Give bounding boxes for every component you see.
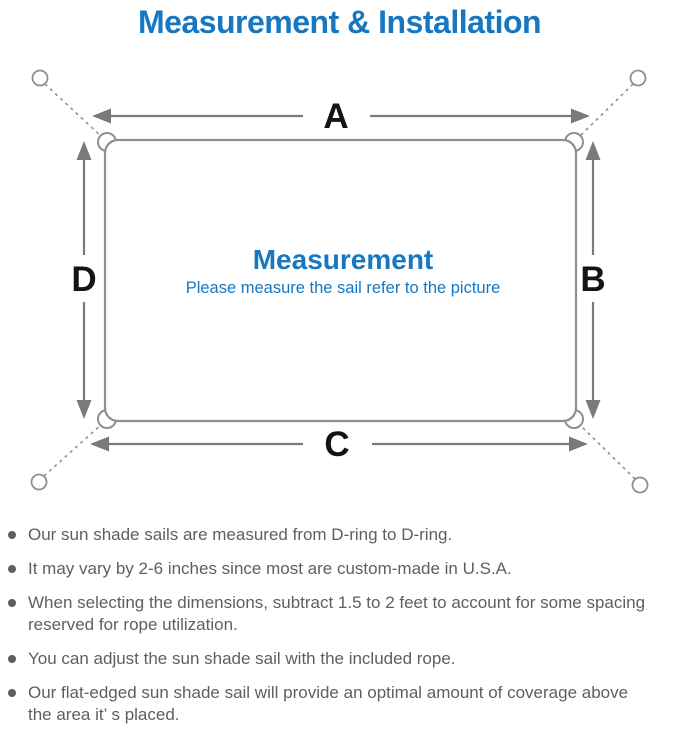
bullet-icon [8,689,16,697]
dimension-arrow-a: A [92,97,590,136]
notes-list: Our sun shade sails are measured from D-… [0,524,676,738]
anchor-point-top-left [31,69,49,87]
arrow-head-left-icon [92,108,111,124]
tension-line-top-left [44,83,103,138]
list-item: Our flat-edged sun shade sail will provi… [0,682,676,726]
dimension-arrow-d: D [71,141,97,419]
bullet-icon [8,599,16,607]
dimension-label-c: C [324,425,349,464]
center-caption: Please measure the sail refer to the pic… [186,279,501,297]
arrow-head-down-icon [585,400,601,419]
tension-line-top-right [578,83,634,138]
arrow-head-right-icon [569,436,588,452]
tension-line-bottom-left [43,423,103,477]
arrow-head-up-icon [585,141,601,160]
tension-lines [43,83,636,480]
note-text: You can adjust the sun shade sail with t… [28,649,456,668]
list-item: It may vary by 2-6 inches since most are… [0,558,676,580]
sail-center-text: Measurement Please measure the sail refe… [186,244,501,297]
anchor-point-top-right [629,69,647,87]
anchor-point-bottom-right [631,476,649,494]
bullet-icon [8,531,16,539]
note-text: Our flat-edged sun shade sail will provi… [28,683,629,724]
note-text: Our sun shade sails are measured from D-… [28,525,453,544]
list-item: Our sun shade sails are measured from D-… [0,524,676,546]
note-text: When selecting the dimensions, subtract … [28,593,646,634]
dimension-arrow-b: B [580,141,606,419]
anchor-point-bottom-left [30,473,48,491]
page-title: Measurement & Installation [137,4,542,40]
list-item: You can adjust the sun shade sail with t… [0,648,676,670]
measurement-diagram: A C D B Measurement Pl [30,69,649,494]
note-text: It may vary by 2-6 inches since most are… [28,559,512,578]
center-heading: Measurement [253,244,434,275]
bullet-icon [8,565,16,573]
arrow-head-left-icon [90,436,109,452]
dimension-label-a: A [323,97,348,136]
dimension-arrow-c: C [90,425,588,464]
dimension-label-d: D [71,260,96,299]
tension-line-bottom-right [578,423,636,480]
arrow-head-up-icon [76,141,92,160]
bullet-icon [8,655,16,663]
dimension-label-b: B [580,260,605,299]
sail-outline [103,138,578,423]
anchor-points [30,69,649,494]
arrow-head-right-icon [571,108,590,124]
list-item: When selecting the dimensions, subtract … [0,592,676,636]
arrow-head-down-icon [76,400,92,419]
